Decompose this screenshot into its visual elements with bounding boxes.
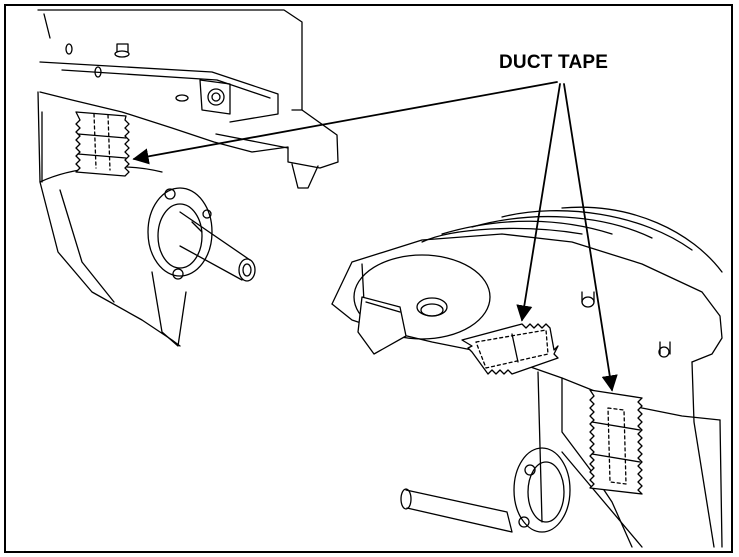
arrow-icon [563, 83, 618, 392]
duct-tape-patch-left [75, 111, 130, 177]
outboard-gearcase-drawing [37, 9, 723, 548]
duct-tape-patch-right [589, 389, 643, 495]
figure-frame: DUCT TAPE [4, 4, 733, 553]
arrow-icon [516, 83, 561, 322]
gearcase-upper-left [37, 9, 339, 347]
duct-tape-callout: DUCT TAPE [499, 52, 609, 73]
gearcase-lower-right [331, 206, 723, 548]
arrow-icon [132, 81, 558, 165]
duct-tape-patch-middle [461, 323, 559, 375]
callout-leaders [132, 81, 618, 392]
